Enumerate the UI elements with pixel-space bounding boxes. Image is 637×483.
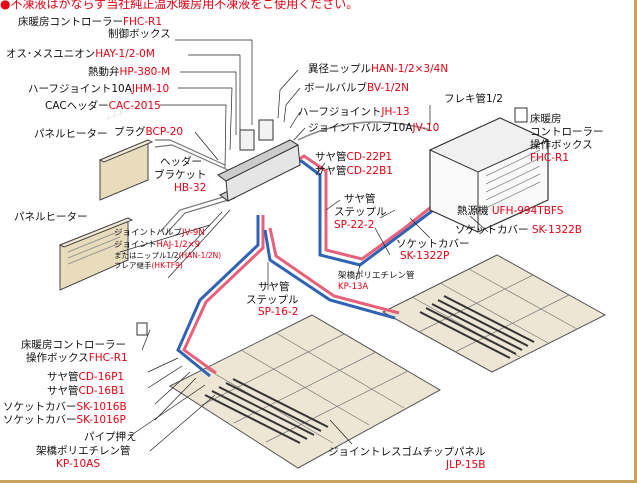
jlp-code: JLP-15B xyxy=(446,459,486,471)
ctrl-right-code: FHC-R1 xyxy=(530,152,570,164)
han-label: 異径ニップルHAN-1/2×3/4N xyxy=(308,63,449,75)
ctrl-right-label-3: 操作ボックス xyxy=(530,139,593,151)
sk1322p-code: SK-1322P xyxy=(400,250,450,262)
sp22-label-2: ステップル xyxy=(334,206,387,218)
jv9-label: ジョイントバルブJV-9N xyxy=(114,228,205,238)
ctrl-top-sub: 制御ボックス xyxy=(108,28,171,40)
panel-heater-1 xyxy=(98,99,154,201)
panel-heater-2 xyxy=(58,217,134,291)
header-manifold xyxy=(217,119,302,202)
kp10as-code: KP-10AS xyxy=(56,458,100,470)
sk1322p-label: ソケットカバー xyxy=(396,238,470,250)
jv10-label: ジョイントバルブ10AJV-10 xyxy=(308,122,440,134)
sp22-label-1: サヤ管 xyxy=(344,193,376,205)
control-box-left xyxy=(136,322,148,336)
haj-label: ジョイントHAJ-1/2×9 xyxy=(114,240,201,250)
ctrl-right-label-2: コントローラー xyxy=(530,126,604,138)
panel-heater-1-label: パネルヒーター xyxy=(34,128,108,140)
ctrl-right-label-1: 床暖房 xyxy=(530,113,562,125)
panel-heater-2-label: パネルヒーター xyxy=(14,211,88,223)
cd22p-label: サヤ管CD-22P1 xyxy=(315,151,393,163)
heat-source-unit xyxy=(428,117,550,233)
ctrl-top-label: 床暖房コントローラーFHC-R1 xyxy=(18,16,163,28)
sp16-label-2: ステップル xyxy=(246,294,299,306)
ctrl-left-label-1: 床暖房コントローラー xyxy=(21,339,126,351)
hp-label: 熱動弁HP-380-M xyxy=(88,66,171,78)
header-bracket-label-2: ブラケット xyxy=(154,169,207,181)
cd22b-label: サヤ管CD-22B1 xyxy=(315,165,393,177)
heat-source-label: 熱源機 UFH-994TBFS xyxy=(457,205,564,217)
sp16-code: SP-16-2 xyxy=(258,306,299,318)
pipe-clamp-label: パイプ押え xyxy=(84,431,137,443)
control-box-right xyxy=(514,107,528,123)
sk1016b-label: ソケットカバーSK-1016B xyxy=(3,401,127,413)
flare-label: フレア継手(HK-TF9) xyxy=(114,261,183,270)
kp13a-code: KP-13A xyxy=(338,282,369,292)
jlp-label: ジョイントレスゴムチップパネル xyxy=(328,446,486,458)
kp10as-label: 架橋ポリエチレン管 xyxy=(36,445,131,457)
sk1016p-label: ソケットカバーSK-1016P xyxy=(3,414,126,426)
bcp-label: プラグBCP-20 xyxy=(114,126,184,138)
jhm-label: ハーフジョイント10AJHM-10 xyxy=(28,83,170,95)
leader-lines xyxy=(119,39,489,452)
cac-label: CACヘッダーCAC-2015 xyxy=(45,100,161,112)
nipple-alt-label: またはニップル1/2(HAN-1/2N) xyxy=(114,251,222,260)
hay-label: オス･メスユニオンHAY-1/2-0M xyxy=(6,48,155,60)
bv-label: ボールバルブBV-1/2N xyxy=(304,82,409,94)
sp22-code: SP-22-2 xyxy=(334,219,375,231)
cd16b-label: サヤ管CD-16B1 xyxy=(47,385,125,397)
floor-panel-right xyxy=(381,254,607,373)
jh13-label: ハーフジョイントJH-13 xyxy=(298,106,410,118)
sp16-label-1: サヤ管 xyxy=(258,281,290,293)
sk1322b-label: ソケットカバー SK-1322B xyxy=(455,224,583,236)
header-bracket-code: HB-32 xyxy=(174,182,207,194)
floor-panel-left xyxy=(168,314,442,469)
header-bracket-label-1: ヘッダー xyxy=(160,156,202,168)
top-note: ●不凍液はかならず当社純正温水暖房用不凍液をご使用ください。 xyxy=(0,0,359,11)
cd16p-label: サヤ管CD-16P1 xyxy=(47,371,125,383)
kp13a-label: 架橋ポリエチレン管 xyxy=(338,271,415,281)
flex-label: フレキ管1/2 xyxy=(444,93,503,105)
ctrl-left-label-2: 操作ボックスFHC-R1 xyxy=(26,352,128,364)
